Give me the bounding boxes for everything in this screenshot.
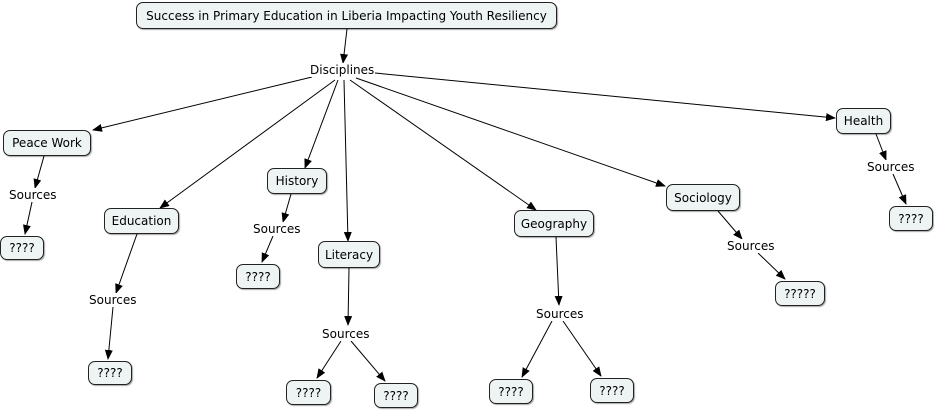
- connector-geography-sources-2: [562, 320, 602, 377]
- connector-education-sources-1: [104, 306, 114, 360]
- connector-disciplines-peace-work: [92, 76, 313, 132]
- root-node[interactable]: Success in Primary Education in Liberia …: [136, 2, 557, 29]
- disciplines-label: Disciplines: [310, 63, 375, 77]
- connector-root-disciplines: [340, 28, 349, 64]
- connector-disciplines-education: [159, 79, 336, 209]
- sources-label-history: Sources: [253, 222, 301, 236]
- sources-label-sociology: Sources: [727, 239, 775, 253]
- connector-literacy-sources: [344, 267, 353, 326]
- discipline-peace-work[interactable]: Peace Work: [3, 130, 91, 156]
- connector-disciplines-sociology: [355, 77, 666, 187]
- connector-health-sources-1: [892, 173, 907, 205]
- source-education-1[interactable]: ????: [88, 361, 132, 385]
- connector-disciplines-literacy: [343, 79, 352, 242]
- connector-history-sources-1: [261, 235, 274, 263]
- connector-disciplines-geography: [349, 79, 537, 211]
- sources-label-peace-work: Sources: [9, 188, 57, 202]
- connector-peace-work-sources-1: [23, 201, 33, 235]
- sources-label-education: Sources: [89, 293, 137, 307]
- connector-geography-sources-1: [521, 320, 553, 378]
- discipline-education[interactable]: Education: [104, 208, 179, 234]
- connector-disciplines-health: [374, 72, 836, 122]
- connector-literacy-sources-2: [350, 340, 386, 382]
- sources-label-geography: Sources: [536, 307, 584, 321]
- discipline-health[interactable]: Health: [836, 108, 891, 134]
- connector-literacy-sources-1: [316, 340, 342, 379]
- discipline-sociology[interactable]: Sociology: [666, 184, 740, 211]
- connector-health-sources: [875, 133, 887, 161]
- source-literacy-2[interactable]: ????: [374, 383, 418, 408]
- connector-sociology-sources-1: [757, 252, 786, 280]
- connector-disciplines-history: [304, 79, 339, 169]
- source-peace-work-1[interactable]: ????: [0, 236, 44, 260]
- discipline-literacy[interactable]: Literacy: [318, 241, 380, 268]
- connector-history-sources: [281, 193, 292, 223]
- connector-education-sources: [115, 233, 138, 294]
- discipline-geography[interactable]: Geography: [514, 210, 594, 237]
- source-history-1[interactable]: ????: [236, 264, 280, 289]
- connector-sociology-sources: [717, 210, 743, 240]
- source-health-1[interactable]: ????: [889, 206, 933, 231]
- source-geography-2[interactable]: ????: [590, 378, 634, 403]
- sources-label-literacy: Sources: [322, 327, 370, 341]
- source-literacy-1[interactable]: ????: [286, 380, 331, 405]
- sources-label-health: Sources: [867, 160, 915, 174]
- discipline-history[interactable]: History: [267, 168, 327, 194]
- connector-geography-sources: [554, 236, 563, 306]
- source-geography-1[interactable]: ????: [489, 379, 533, 404]
- connector-peace-work-sources: [33, 155, 45, 189]
- source-sociology-1[interactable]: ?????: [775, 281, 825, 306]
